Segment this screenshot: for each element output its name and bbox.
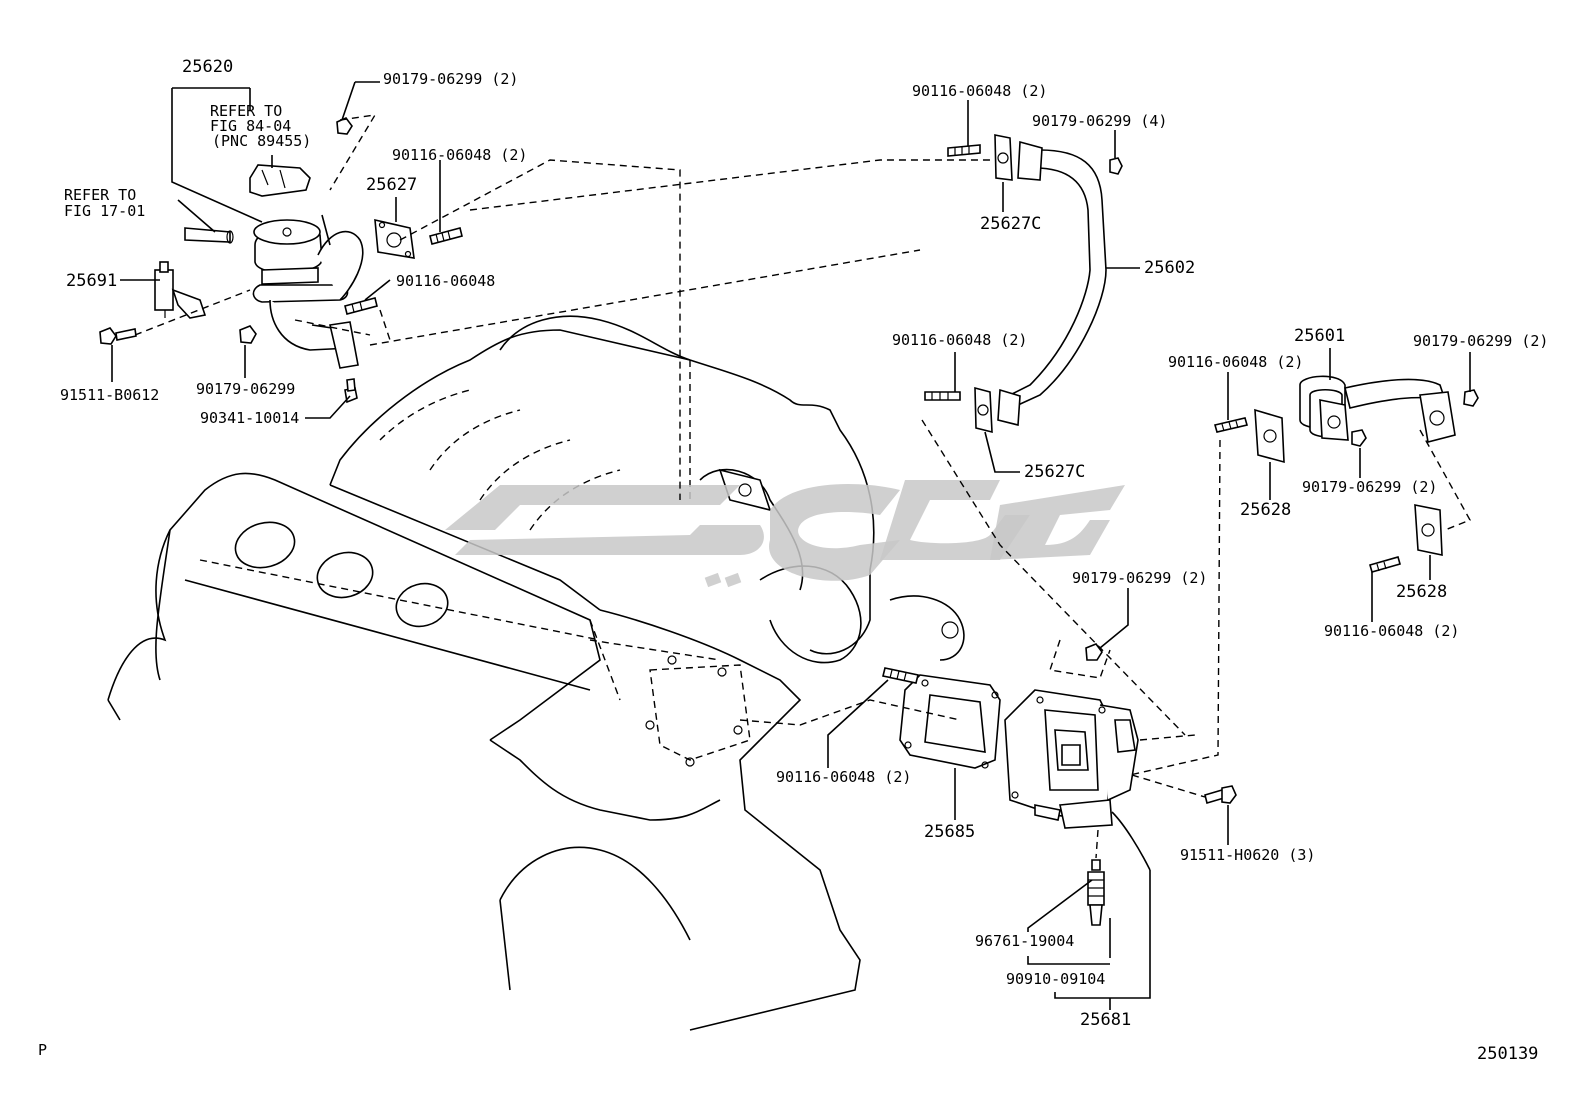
spark-plug-icon (1087, 859, 1105, 926)
part-label-25620: 25620 (182, 57, 234, 77)
refer-note-1-line1: REFER TO (210, 102, 283, 120)
bolt-icon-3 (1204, 785, 1237, 805)
part-label-25628-a: 25628 (1240, 500, 1292, 520)
gasket-icon (374, 218, 415, 259)
part-label-25601: 25601 (1294, 326, 1346, 346)
pipe-icon (924, 134, 1123, 434)
part-label-90116-g: 90116-06048 (2) (776, 768, 912, 786)
part-label-90116-c: 90116-06048 (2) (912, 82, 1048, 100)
vsv-icon (154, 261, 207, 319)
part-label-90179-b: 90179-06299 (196, 380, 296, 398)
nut-icon-3 (1085, 643, 1103, 661)
bolt-icon (99, 327, 358, 404)
part-label-90179-e: 90179-06299 (2) (1302, 478, 1438, 496)
part-label-90116-d: 90116-06048 (2) (892, 331, 1028, 349)
part-label-25627C-a: 25627C (980, 214, 1042, 234)
hose-icon (184, 227, 234, 244)
part-label-90910: 90910-09104 (1006, 970, 1106, 988)
part-label-90116-e: 90116-06048 (2) (1168, 353, 1304, 371)
egr-valve-icon (252, 214, 364, 369)
part-label-25627C-b: 25627C (1024, 462, 1086, 482)
part-label-25602: 25602 (1144, 258, 1196, 278)
part-label-91511-B0612: 91511-B0612 (60, 386, 160, 404)
part-label-25628-b: 25628 (1396, 582, 1448, 602)
part-label-91511-H0620: 91511-H0620 (3) (1180, 846, 1316, 864)
part-label-90179-a: 90179-06299 (2) (383, 70, 519, 88)
leader-lines-left (111, 81, 990, 500)
corner-code-left: P (38, 1041, 48, 1059)
part-label-90179-f: 90179-06299 (2) (1072, 569, 1208, 587)
sensor-icon (249, 164, 311, 197)
stud-icon-2 (882, 667, 919, 684)
part-label-96761: 96761-19004 (975, 932, 1075, 950)
stud-icon (344, 227, 463, 315)
part-label-90341: 90341-10014 (200, 409, 300, 427)
part-label-90179-d: 90179-06299 (2) (1413, 332, 1549, 350)
pipe-icon-2 (1213, 375, 1479, 573)
part-label-90116-b: 90116-06048 (396, 272, 496, 290)
part-label-25685: 25685 (924, 822, 976, 842)
refer-note-1-line2: FIG 84-04 (210, 117, 292, 135)
watermark-logo (445, 480, 1125, 588)
refer-note-1-line3: (PNC 89455) (212, 132, 312, 150)
part-label-25691: 25691 (66, 271, 118, 291)
part-label-90116-f: 90116-06048 (2) (1324, 622, 1460, 640)
part-label-25681: 25681 (1080, 1010, 1132, 1030)
leader-lines-turbo (739, 588, 1229, 1010)
part-label-25627: 25627 (366, 175, 418, 195)
part-label-90116-a: 90116-06048 (2) (392, 146, 528, 164)
part-label-90179-c: 90179-06299 (4) (1032, 112, 1168, 130)
leader-lines-pipe (921, 100, 1186, 736)
figure-number: 250139 (1477, 1044, 1539, 1064)
leader-lines-right (1129, 348, 1471, 776)
turbo-housing-icon (1004, 689, 1139, 829)
gasket-icon-2 (899, 674, 1001, 769)
refer-note-2-line1: REFER TO (64, 186, 137, 204)
refer-note-2-line2: FIG 17-01 (64, 202, 146, 220)
